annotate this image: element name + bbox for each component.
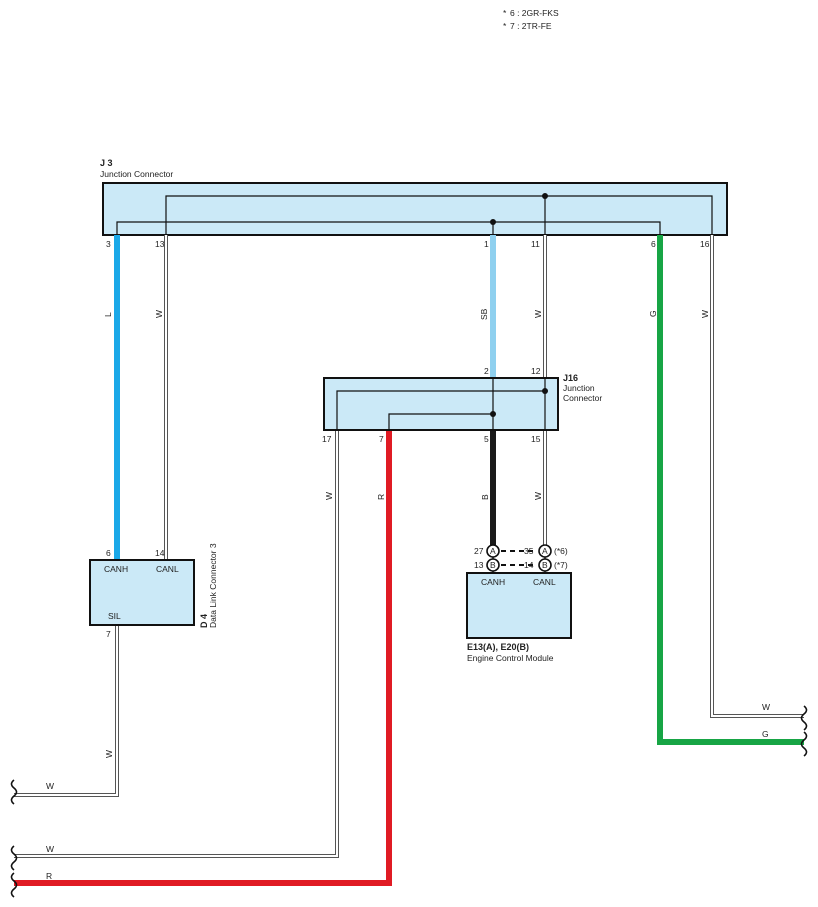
ecm-pin-14: 14: [524, 560, 534, 570]
j3-name: Junction Connector: [100, 169, 173, 179]
j16-name: Junction: [563, 383, 595, 393]
j16-pin-12: 12: [531, 366, 541, 376]
j3-pin-11: 11: [531, 239, 540, 249]
d4-pin-7: 7: [106, 629, 111, 639]
ecm-pin-27: 27: [474, 546, 484, 556]
wire-label-g-right: G: [762, 729, 769, 739]
d4-label-canh: CANH: [104, 564, 128, 574]
d4-label-sil: SIL: [108, 611, 121, 621]
j16-bus-canl: [336, 390, 545, 430]
wire-label-w: W: [154, 310, 164, 318]
ecm-note-7: (*7): [554, 560, 568, 570]
wire-label-w-sil: W: [46, 781, 54, 791]
j16-pin-17: 17: [322, 434, 332, 444]
j16-pin-5: 5: [484, 434, 489, 444]
j3-box: [102, 182, 728, 236]
wire-label-l: L: [103, 312, 113, 317]
j16-pin-2: 2: [484, 366, 489, 376]
j3-bus-canh: [116, 221, 661, 235]
d4-pin-6: 6: [106, 548, 111, 558]
j3-pin-13: 13: [155, 239, 165, 249]
wire-label-sb: SB: [479, 308, 489, 320]
wire-label-w: W: [533, 310, 543, 318]
wire-label-w-right: W: [762, 702, 770, 712]
j3-node: [542, 193, 548, 199]
wire-g: [657, 235, 804, 745]
wire-label-w-left: W: [46, 844, 54, 854]
j3-node: [490, 219, 496, 225]
wire-break-icon: [10, 845, 18, 871]
j3-pin-16: 16: [700, 239, 710, 249]
wire-break-icon: [10, 872, 18, 898]
wire-label-r-left: R: [46, 871, 52, 881]
wire-label-b: B: [480, 494, 490, 500]
wire-break-icon: [10, 779, 18, 805]
j16-node: [542, 388, 548, 394]
wire-label-w: W: [700, 310, 710, 318]
note-6: 6 : 2GR-FKS: [510, 8, 559, 18]
wire-w-right: [710, 235, 804, 718]
j3-code: J 3: [100, 158, 113, 168]
j16-name: Connector: [563, 393, 602, 403]
wire-label-w: W: [533, 492, 543, 500]
ecm-note-6: (*6): [554, 546, 568, 556]
wire-label-w: W: [104, 750, 114, 758]
wire-w-left-bottom: [14, 430, 339, 858]
wire-label-r: R: [376, 494, 386, 500]
ecm-name: Engine Control Module: [467, 653, 554, 663]
j16-pin-15: 15: [531, 434, 541, 444]
d4-pin-14: 14: [155, 548, 165, 558]
ecm-label-canl: CANL: [533, 577, 556, 587]
ecm-conn-a-letter: A: [490, 546, 496, 556]
note-7: 7 : 2TR-FE: [510, 21, 552, 31]
d4-label-canl: CANL: [156, 564, 179, 574]
ecm-pin-13: 13: [474, 560, 484, 570]
ecm-box: [466, 572, 572, 639]
ecm-pin-35: 35: [524, 546, 534, 556]
ecm-code: E13(A), E20(B): [467, 642, 529, 652]
j3-bus-canl: [165, 195, 713, 235]
j16-bus-canh: [388, 413, 493, 430]
j3-pin-3: 3: [106, 239, 111, 249]
ecm-conn-b-letter: B: [542, 560, 548, 570]
j3-pin-6: 6: [651, 239, 656, 249]
j16-code: J16: [563, 373, 578, 383]
wire-label-g: G: [648, 310, 658, 317]
note-mark: *: [503, 21, 507, 31]
d4-box: [89, 559, 195, 626]
ecm-label-canh: CANH: [481, 577, 505, 587]
wire-break-icon: [800, 731, 808, 757]
j16-box: [323, 377, 559, 431]
d4-code: D 4: [199, 614, 209, 628]
j16-pin-7: 7: [379, 434, 384, 444]
wire-r: [14, 430, 392, 886]
j3-pin-1: 1: [484, 239, 489, 249]
ecm-conn-a-letter: A: [542, 546, 548, 556]
wire-break-icon: [800, 705, 808, 731]
ecm-conn-b-letter: B: [490, 560, 496, 570]
note-mark: *: [503, 8, 507, 18]
wire-w-sil: [14, 625, 119, 797]
d4-name: Data Link Connector 3: [208, 543, 218, 628]
j16-node: [490, 411, 496, 417]
wire-label-w: W: [324, 492, 334, 500]
